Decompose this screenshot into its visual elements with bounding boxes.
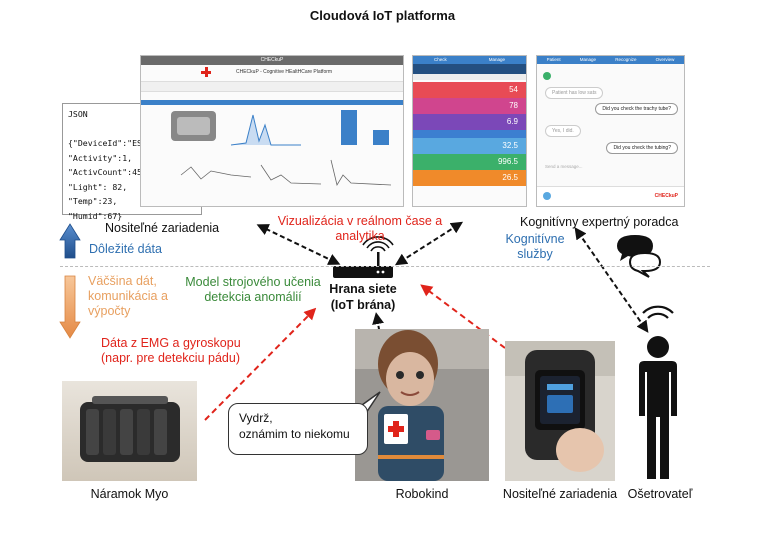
json-line: "Light": 82,: [68, 181, 128, 192]
caregiver-icon: [639, 305, 677, 479]
important-data-label: Dôležité dáta: [89, 242, 162, 256]
most-data-arrow: [59, 275, 81, 339]
chat-logo-icon: [543, 192, 551, 200]
important-data-arrow: [59, 223, 81, 259]
chat-tab: Overview: [655, 57, 675, 62]
tab-check: Check: [433, 57, 447, 62]
wearables-bottom-caption: Nositeľné zariadenia: [502, 487, 618, 501]
emg-label-1: Dáta z EMG a gyroskopu: [101, 336, 241, 350]
edge-label-1: Hrana siete: [329, 282, 397, 296]
metric-value: 6.9: [413, 114, 526, 130]
mobile-app-screenshot: Check Manage 54 78 6.9 32.5 996.5 26.5: [412, 55, 527, 207]
cognitive-advisor-label: Kognitívny expertný poradca: [520, 215, 679, 229]
gateway-cloud-arrows: [256, 221, 649, 352]
chat-message: Yes, I did.: [545, 125, 581, 137]
metric-value: 32.5: [413, 138, 526, 154]
dashboard-header: CHECkuP: [141, 56, 403, 65]
chat-app-screenshot: Patient Manage Recognize Overview Patien…: [536, 55, 685, 207]
platform-title: Cloudová IoT platforma: [309, 8, 456, 23]
dashboard-subtitle: CHECkuP - Cognitive HEaltHCare Platform: [236, 69, 333, 75]
red-cross-logo: [201, 67, 211, 77]
speech-bubble: Vydrž, oznámim to niekomu: [228, 403, 368, 455]
most-data-label: Väčšina dát, komunikácia a výpočty: [88, 274, 168, 318]
myo-armband-image: [62, 381, 197, 481]
dashboard-screenshot: CHECkuP CHECkuP - Cognitive HEaltHCare P…: [140, 55, 404, 207]
cognitive-services-label: Kognitívne služby: [505, 232, 565, 261]
dashboard-charts: [171, 110, 392, 187]
speech-line-1: Vydrž,: [239, 411, 273, 425]
speech-line-2: oznámim to niekomu: [239, 427, 350, 441]
robokind-image: [355, 329, 489, 481]
chat-message: Did you check the tubing?: [606, 142, 678, 154]
smartwatch-image: [505, 341, 615, 481]
myo-caption: Náramok Myo: [90, 487, 169, 501]
chat-tab: Recognize: [615, 57, 637, 62]
chat-tab: Manage: [579, 57, 597, 62]
caregiver-caption: Ošetrovateľ: [627, 487, 693, 501]
chat-input[interactable]: Send a message...: [545, 164, 583, 169]
sensor-data-arrows: [204, 284, 506, 421]
metric-value: 996.5: [413, 154, 526, 170]
chat-tab: Patient: [546, 57, 561, 62]
ml-model-label: Model strojového učenia detekcia anomáli…: [185, 275, 321, 304]
metric-value: 78: [413, 98, 526, 114]
json-line: "Humid":67}: [68, 210, 123, 221]
json-line: {"DeviceId":"ES02",: [68, 138, 162, 148]
json-line: "ActivCount":45,: [68, 167, 147, 177]
emg-label-2: (napr. pre detekciu pádu): [101, 351, 240, 365]
chat-brand: CHECkuP: [654, 193, 678, 199]
chat-bubbles-icon: [617, 235, 662, 278]
json-line: "Activity":1,: [68, 152, 133, 163]
metric-value: 26.5: [413, 170, 526, 186]
tab-manage: Manage: [488, 57, 505, 62]
metric-value: 54: [413, 82, 526, 98]
visualization-label: Vizualizácia v reálnom čase a analytika: [277, 214, 443, 243]
json-line: "Temp":23,: [68, 196, 118, 206]
robokind-caption: Robokind: [395, 487, 449, 501]
json-header: JSON: [68, 109, 88, 119]
wearables-top-label: Nositeľné zariadenia: [105, 221, 220, 235]
iot-gateway-icon: [333, 236, 394, 278]
edge-label-2: (IoT brána): [330, 298, 396, 312]
chat-message: Patient has low sats: [545, 87, 604, 99]
separator-line: [60, 266, 710, 267]
chat-message: Did you check the trachy tube?: [595, 103, 678, 115]
chat-status-icon: [543, 72, 551, 80]
